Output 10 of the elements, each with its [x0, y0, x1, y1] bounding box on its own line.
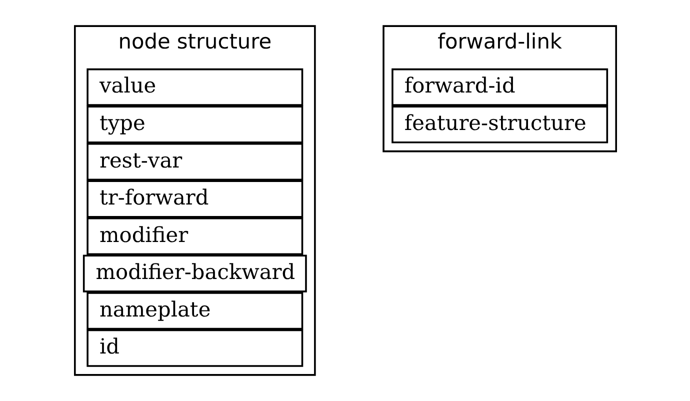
node-box: feature-structure: [391, 106, 608, 144]
node-box: rest-var: [86, 142, 303, 181]
node-box: id: [86, 329, 303, 367]
node-box: type: [86, 106, 303, 144]
node-box: modifier: [86, 218, 303, 256]
node-box: modifier-backward: [82, 254, 306, 292]
node-box: value: [86, 68, 303, 106]
node-box: nameplate: [86, 292, 303, 330]
node-box: tr-forward: [86, 180, 303, 218]
node-box: forward-id: [391, 68, 608, 106]
